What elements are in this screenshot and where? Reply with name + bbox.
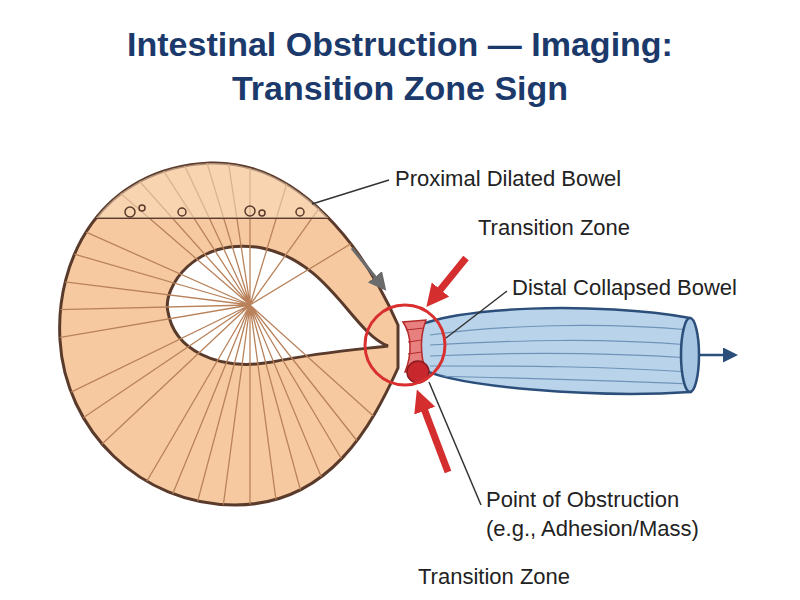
flow-arrow: [352, 248, 384, 288]
mucosa-lines: [430, 325, 690, 384]
pointer-arrow: [420, 398, 448, 472]
collapsed-bowel: [410, 308, 690, 394]
part-label: Distal Collapsed Bowel: [512, 274, 737, 303]
leader-lines: [312, 180, 507, 505]
part-label: Proximal Dilated Bowel: [395, 165, 621, 194]
transition-circle: [365, 305, 445, 385]
pointer-arrow: [432, 258, 466, 300]
bowel-folds: [45, 140, 400, 530]
diagram-title: Intestinal Obstruction — Imaging: Transi…: [60, 22, 740, 110]
band-strands: [406, 328, 424, 354]
outflow-arrow: [700, 354, 735, 357]
gas-bubbles: [125, 205, 304, 217]
part-label: Point of Obstruction (e.g., Adhesion/Mas…: [486, 486, 726, 543]
part-label: Transition Zone: [478, 214, 630, 243]
part-label: Transition Zone: [418, 563, 570, 592]
tube-end: [681, 318, 699, 392]
